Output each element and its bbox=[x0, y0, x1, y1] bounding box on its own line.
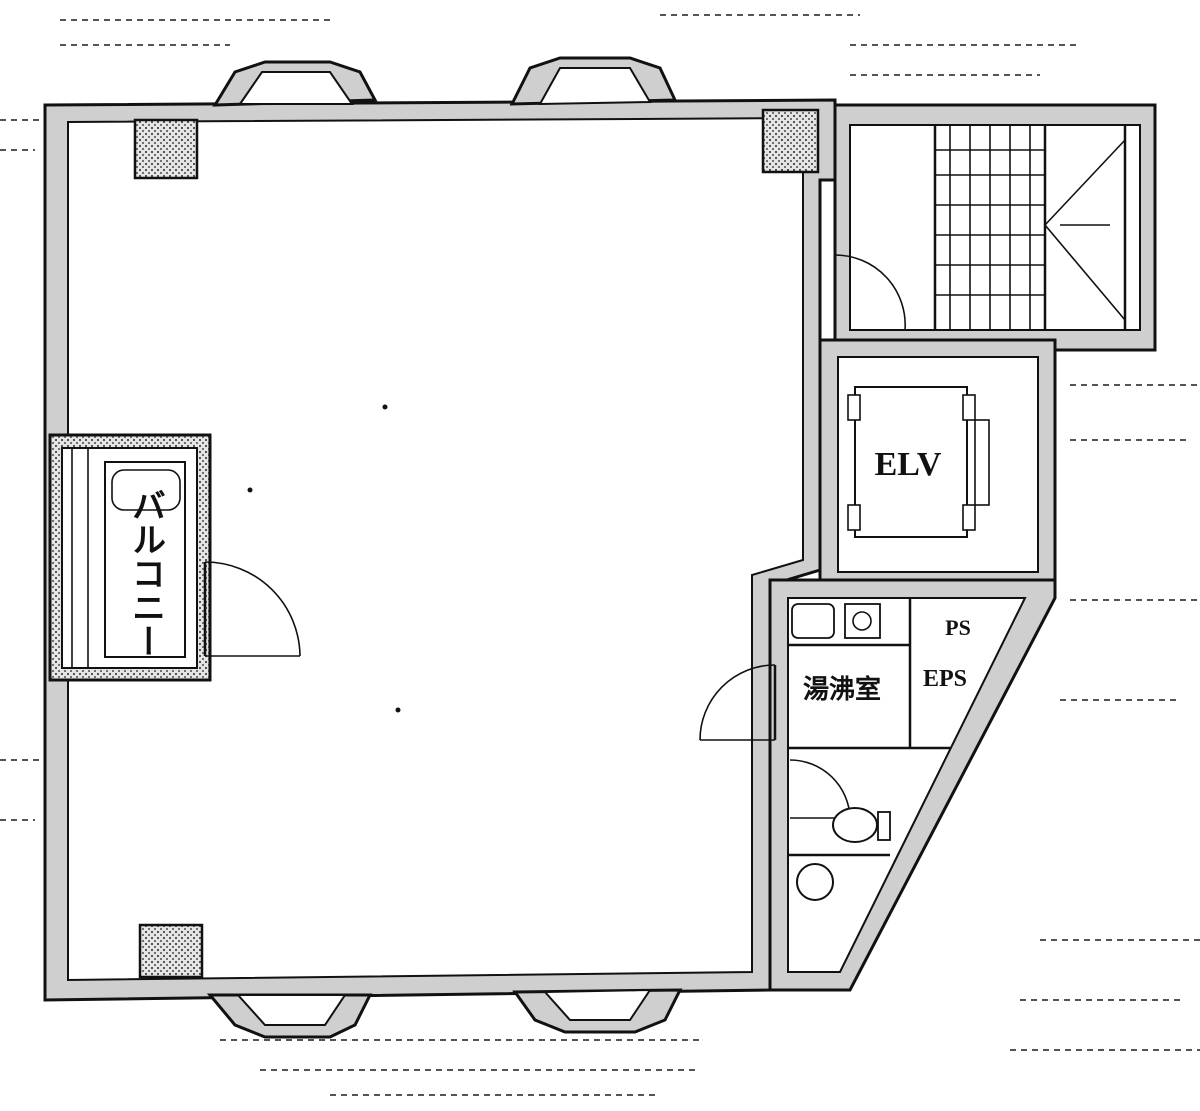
balcony-door bbox=[203, 561, 301, 657]
bay-window-bottom-left bbox=[206, 993, 373, 1039]
scan-dots bbox=[247, 404, 401, 713]
staircase bbox=[833, 103, 1157, 352]
bay-window-top-right bbox=[509, 56, 678, 106]
bay-window-bottom-right bbox=[512, 988, 683, 1034]
elevator-label: ELV bbox=[875, 446, 942, 483]
balcony-label: バルコニー bbox=[127, 488, 165, 658]
service-core: 湯沸室 PS EPS bbox=[699, 578, 1057, 992]
bay-window-top-left bbox=[212, 60, 378, 107]
scan-noise bbox=[0, 14, 1200, 1096]
ps-label: PS bbox=[945, 615, 971, 640]
balcony: バルコニー bbox=[48, 433, 212, 682]
column-top-left bbox=[133, 118, 199, 180]
column-top-right bbox=[761, 108, 820, 174]
column-bottom-left bbox=[138, 923, 204, 979]
elevator: ELV bbox=[818, 338, 1057, 582]
kitchenette-label: 湯沸室 bbox=[803, 674, 881, 704]
eps-label: EPS bbox=[923, 666, 967, 692]
